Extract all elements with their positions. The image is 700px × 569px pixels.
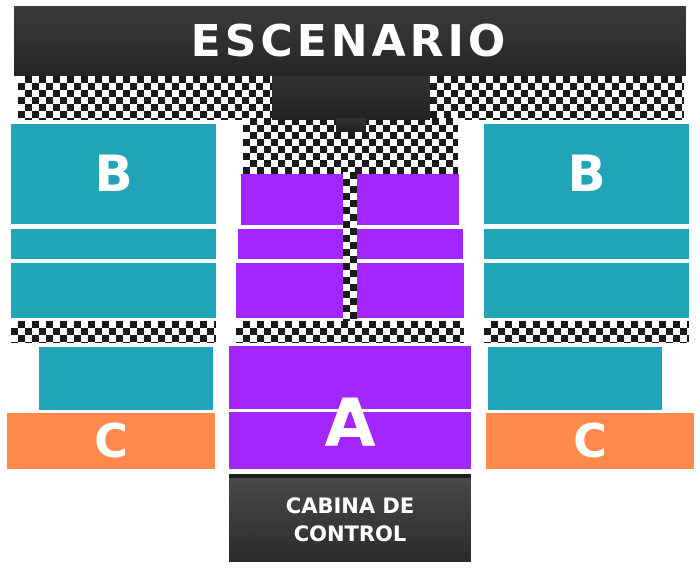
right-aisle-checker xyxy=(484,321,689,343)
stage-step xyxy=(336,118,366,132)
section-b-right-block-2[interactable] xyxy=(484,229,689,259)
section-b-right-lower[interactable] xyxy=(488,347,662,410)
control-booth[interactable]: CABINA DE CONTROL xyxy=(229,474,471,562)
section-c-right[interactable]: C xyxy=(486,413,694,469)
section-a-label: A xyxy=(324,385,376,462)
section-b-right-block-3[interactable] xyxy=(484,263,689,318)
section-c-left[interactable]: C xyxy=(7,413,215,469)
stage[interactable]: ESCENARIO xyxy=(14,6,686,76)
section-a-block-2-right[interactable] xyxy=(357,229,463,259)
stage-label: ESCENARIO xyxy=(190,15,510,67)
section-b-left-block-2[interactable] xyxy=(11,229,216,259)
section-b-left-block-3[interactable] xyxy=(11,263,216,318)
section-b-left-lower[interactable] xyxy=(39,347,213,410)
section-a-block-5[interactable]: A xyxy=(229,385,471,469)
section-a-block-1-right[interactable] xyxy=(357,174,459,225)
section-b-left-block-1[interactable]: B xyxy=(11,124,216,224)
center-aisle xyxy=(343,172,357,342)
section-b-right-label: B xyxy=(567,145,606,203)
control-booth-line-2: CONTROL xyxy=(293,522,407,546)
stage-floor-left xyxy=(18,76,272,120)
section-a-block-3-left[interactable] xyxy=(236,263,343,318)
section-a-block-2-left[interactable] xyxy=(238,229,343,259)
section-c-left-label: C xyxy=(94,414,128,468)
section-c-right-label: C xyxy=(573,414,607,468)
section-b-right-block-1[interactable]: B xyxy=(484,124,689,224)
stage-thrust xyxy=(272,76,430,120)
section-a-block-1-left[interactable] xyxy=(241,174,343,225)
control-booth-line-1: CABINA DE xyxy=(285,494,415,518)
section-a-block-4[interactable] xyxy=(229,346,471,409)
stage-floor-right xyxy=(430,76,684,120)
left-aisle-checker xyxy=(11,321,216,343)
section-a-block-3-right[interactable] xyxy=(357,263,464,318)
section-b-left-label: B xyxy=(94,145,133,203)
center-cross-aisle xyxy=(236,321,464,343)
